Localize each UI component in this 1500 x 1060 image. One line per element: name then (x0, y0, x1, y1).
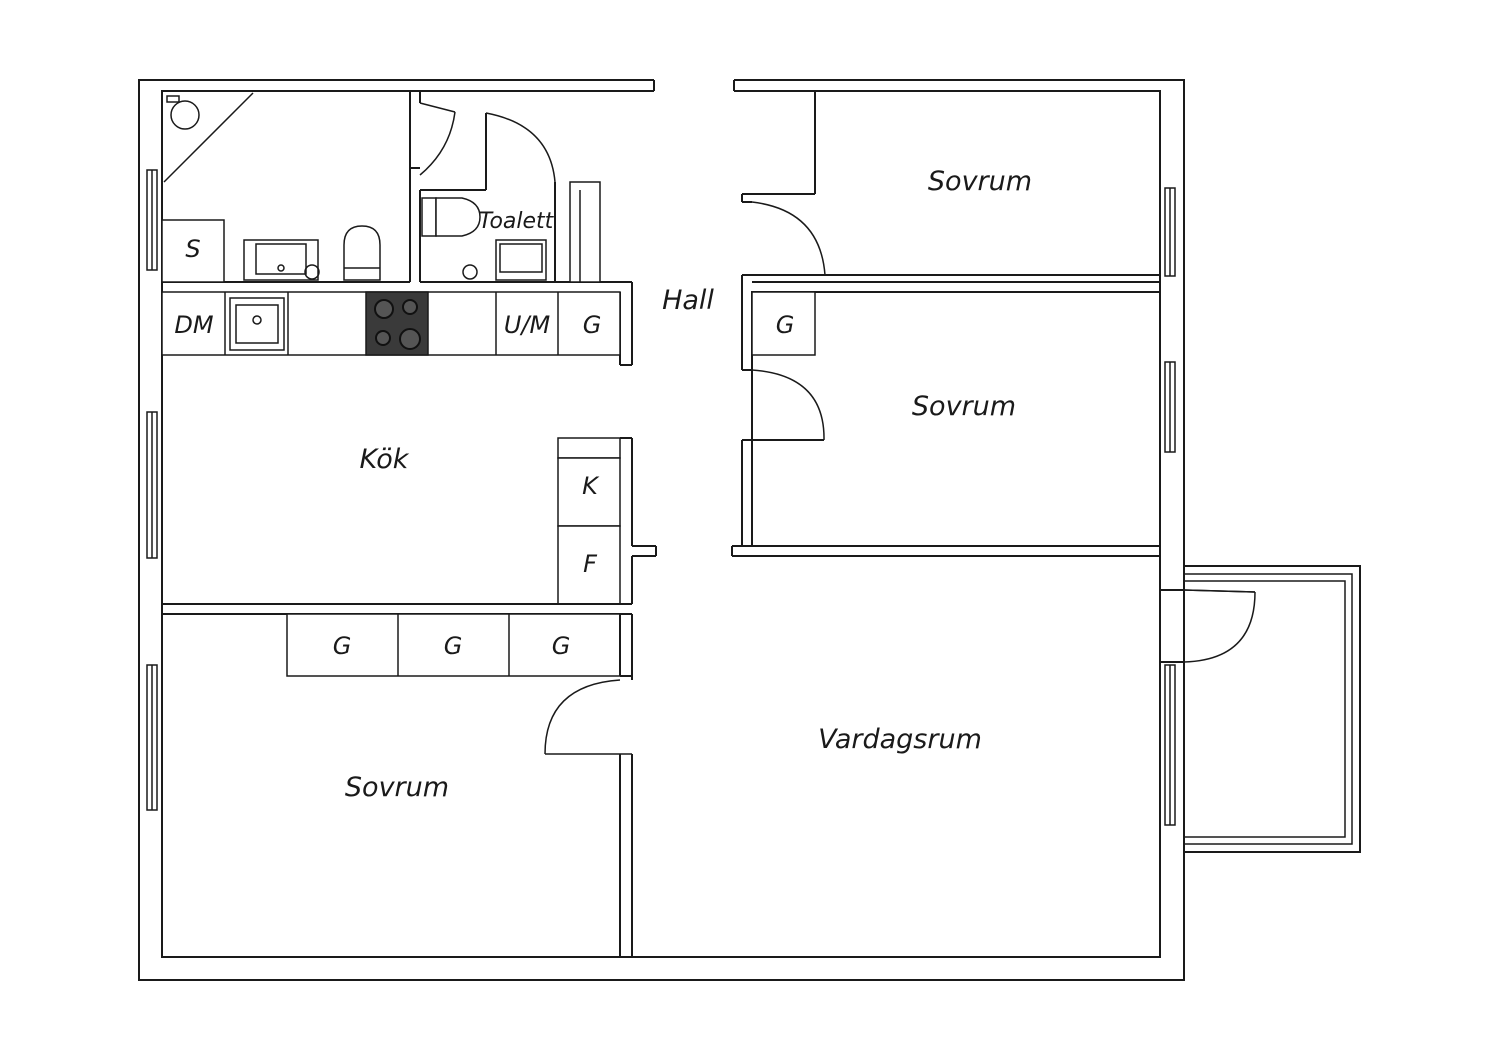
fixture-label-shower-cabinet: S (185, 235, 200, 263)
fixture-label-freezer: F (583, 550, 598, 578)
room-label-bedroom-middle: Sovrum (912, 391, 1016, 422)
fixture-label-wardrobe-bedroom-3: G (552, 632, 571, 660)
toilet-room (419, 112, 601, 283)
shower-head-icon (304, 264, 320, 280)
outer-walls (138, 78, 1185, 981)
freezer (557, 525, 621, 605)
room-label-living-room: Vardagsrum (818, 724, 982, 755)
bedroom-bottom (286, 613, 633, 957)
hall-wardrobe (751, 291, 816, 356)
fixture-label-refrigerator: K (582, 472, 600, 500)
room-label-bedroom-top: Sovrum (928, 166, 1032, 197)
fixture-label-dishwasher: DM (174, 311, 213, 339)
fixture-label-wardrobe-kitchen: G (583, 311, 602, 339)
bathroom (161, 91, 456, 283)
room-label-hall: Hall (662, 285, 714, 316)
windows (146, 169, 1176, 826)
bedroom-middle (731, 291, 1161, 556)
fixture-label-oven-microwave: U/M (504, 311, 551, 339)
shower-cabinet (161, 219, 225, 283)
fixture-label-wardrobe-hall: G (776, 311, 795, 339)
balcony (1183, 565, 1361, 853)
fixture-label-wardrobe-bedroom-2: G (444, 632, 463, 660)
toilet-bowl-icon (435, 197, 481, 237)
labels: Sovrum Sovrum Sovrum Vardagsrum Kök Hall… (174, 166, 1032, 803)
kitchen-sink (229, 297, 285, 351)
toilet-sink (495, 239, 547, 281)
room-label-bedroom-bottom: Sovrum (345, 772, 449, 803)
room-label-kitchen: Kök (360, 444, 410, 475)
hob-icon (365, 291, 429, 356)
bedroom-top (741, 91, 1160, 370)
bedroom-wardrobes (286, 613, 621, 677)
living-room (732, 555, 1256, 663)
fixture-label-wardrobe-bedroom-1: G (333, 632, 352, 660)
room-label-toilet: Toalett (479, 209, 555, 234)
tap-icon (462, 264, 478, 280)
refrigerator (557, 457, 621, 527)
bathroom-toilet-icon (343, 225, 381, 281)
